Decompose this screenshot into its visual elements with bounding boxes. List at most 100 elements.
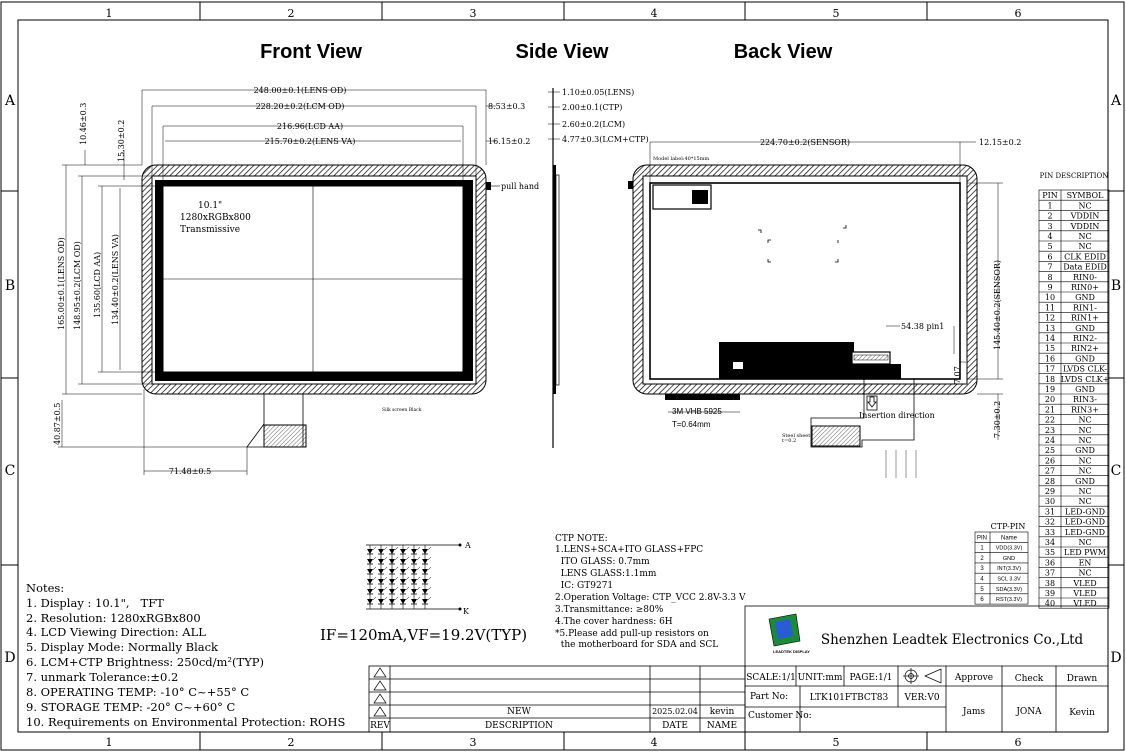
pin-symbol: NC — [1078, 456, 1091, 465]
led-diode-icon — [400, 579, 406, 584]
revision-triangle-icon — [373, 680, 387, 691]
led-diode-icon — [411, 579, 417, 584]
col-label: 5 — [833, 7, 840, 20]
name-header: NAME — [707, 721, 737, 731]
dim-sensor-height: 145.40±0.2(SENSOR) — [993, 260, 1002, 350]
dim-side-lens: 1.10±0.05(LENS) — [562, 88, 634, 97]
pin-symbol: VLED — [1072, 599, 1096, 608]
rev-new: NEW — [507, 707, 531, 717]
pin-number: 37 — [1045, 569, 1055, 578]
pin-symbol: GND — [1075, 293, 1095, 302]
pin-number: 5 — [1047, 242, 1052, 251]
col-label: 2 — [288, 736, 295, 749]
ctp-note-line: the motherboard for SDA and SCL — [555, 640, 718, 650]
ctp-table-header: Name — [1001, 535, 1018, 541]
ctp-pin-number: 4 — [980, 577, 984, 583]
steel-sheet-label: Steel sheet — [782, 433, 810, 439]
pull-hand-label: pull hand — [501, 182, 539, 191]
pin-symbol: GND — [1075, 324, 1095, 333]
led-diode-icon — [422, 569, 428, 574]
display-type-label: Transmissive — [180, 225, 240, 235]
ctp-pin-name: SDA(3.3V) — [996, 587, 1022, 593]
row-labels-left: A B C D — [4, 93, 16, 666]
projection-symbol-icon — [903, 668, 942, 684]
led-diode-icon — [389, 569, 395, 574]
led-diode-icon — [378, 579, 384, 584]
pin-symbol: NC — [1078, 497, 1091, 506]
ctp-note-line: CTP NOTE: — [555, 534, 608, 544]
checker-name: JONA — [1015, 707, 1042, 717]
pin-number: 31 — [1045, 507, 1055, 516]
pin-symbol: GND — [1075, 477, 1095, 486]
pin-symbol: CLK EDID — [1064, 252, 1106, 261]
back-pcb — [719, 342, 854, 379]
led-diode-icon — [400, 599, 406, 604]
pin-number: 25 — [1045, 446, 1055, 455]
note-line: 4. LCD Viewing Direction: ALL — [26, 625, 206, 639]
revision-triangle-icon — [373, 693, 387, 704]
dim-lcd-aa-width: 216.96(LCD AA) — [277, 122, 343, 131]
pin-symbol: VDDIN — [1070, 222, 1100, 231]
pin-symbol: NC — [1078, 467, 1091, 476]
led-diode-icon — [400, 549, 406, 554]
model-label-text: Model label:40*15mm — [653, 156, 709, 162]
ctp-note-line: ITO GLASS: 0.7mm — [555, 557, 650, 567]
ctp-note-line: LENS GLASS:1.1mm — [555, 569, 657, 579]
note-line: Notes: — [26, 581, 64, 595]
col-label: 5 — [833, 736, 840, 749]
row-label: D — [4, 650, 15, 666]
pin-symbol: NC — [1078, 416, 1091, 425]
col-label: 4 — [651, 7, 658, 20]
pin-symbol: LED-GND — [1065, 528, 1105, 537]
pin-symbol: NC — [1078, 538, 1091, 547]
pin-number: 19 — [1045, 385, 1055, 394]
column-labels-bottom: 1 2 3 4 5 6 — [106, 736, 1022, 749]
logo-text: LEADTEK DISPLAY — [773, 649, 810, 654]
led-diode-icon — [389, 579, 395, 584]
description-header: DESCRIPTION — [485, 721, 553, 731]
led-diode-icon — [400, 589, 406, 594]
led-cathode-label: K — [463, 607, 470, 616]
title-block: LEADTEK DISPLAY Shenzhen Leadtek Electro… — [744, 605, 1109, 733]
front-view: 10.1" 1280xRGBx800 Transmissive pull han… — [53, 86, 539, 476]
ctp-note-line: 3.Transmittance: ≥80% — [555, 605, 664, 615]
pin-symbol: RIN1+ — [1071, 314, 1099, 323]
ctp-note-line: IC: GT9271 — [555, 581, 613, 591]
led-diode-icon — [422, 559, 428, 564]
col-label: 4 — [651, 736, 658, 749]
led-diode-icon — [411, 559, 417, 564]
rev-header: REV — [370, 721, 390, 731]
pin-number: 29 — [1045, 487, 1055, 496]
ctp-note: CTP NOTE: 1.LENS+SCA+ITO GLASS+FPC ITO G… — [555, 534, 746, 650]
pin-number: 9 — [1047, 283, 1052, 292]
ctp-pin-name: GND — [1003, 556, 1015, 562]
note-line: 9. STORAGE TEMP: -20° C~+60° C — [26, 700, 236, 714]
col-label: 2 — [288, 7, 295, 20]
pin-number: 39 — [1045, 589, 1055, 598]
note-line: 8. OPERATING TEMP: -10° C~+55° C — [26, 685, 249, 699]
pin-number: 28 — [1045, 477, 1055, 486]
dim-730: 7.30±0.2 — [993, 401, 1002, 438]
dim-fpc-x: 71.48±0.5 — [169, 467, 211, 476]
led-diode-icon — [367, 549, 373, 554]
pin-number: 27 — [1045, 467, 1055, 476]
pin-number: 3 — [1047, 222, 1052, 231]
ctp-pin-name: INT(3.3V) — [997, 566, 1021, 572]
row-label: C — [5, 463, 16, 479]
dim-1046: 10.46±0.3 — [79, 103, 88, 145]
dim-lcm-od-height: 148.95±0.2(LCM OD) — [73, 241, 82, 330]
dim-1615: 16.15±0.2 — [488, 137, 530, 146]
pin-symbol: GND — [1075, 446, 1095, 455]
led-diode-icon — [389, 549, 395, 554]
customer-no-label: Customer No: — [748, 711, 812, 721]
ctp-table-header: PIN — [977, 535, 987, 541]
led-diode-icon — [389, 559, 395, 564]
ctp-pin-number: 5 — [980, 587, 984, 593]
pin-symbol: VLED — [1072, 589, 1096, 598]
col-label: 1 — [106, 736, 113, 749]
pin-symbol: RIN3- — [1073, 395, 1097, 404]
pin-number: 34 — [1045, 538, 1055, 547]
led-diode-icon — [378, 559, 384, 564]
led-diode-icon — [400, 569, 406, 574]
revision-triangle-icon — [373, 706, 387, 717]
